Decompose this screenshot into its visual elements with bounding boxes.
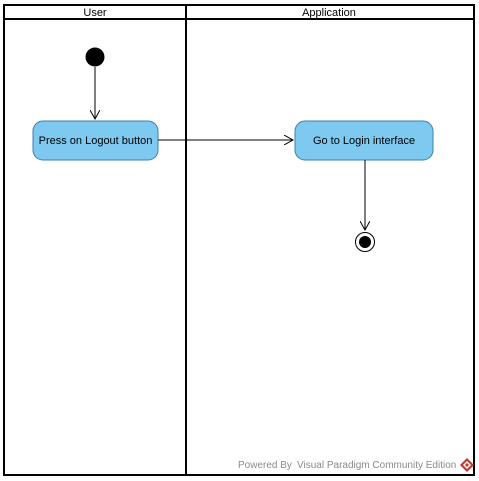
action-login-shape — [294, 120, 434, 161]
initial-node — [85, 47, 105, 67]
final-node-core — [359, 236, 371, 248]
final-node — [355, 232, 375, 252]
watermark: Powered By Visual Paradigm Community Edi… — [238, 458, 474, 472]
watermark-product: Visual Paradigm Community Edition — [297, 460, 456, 471]
pool-border — [3, 4, 475, 476]
swimlane-pool — [3, 4, 475, 476]
lane-header-application: Application — [302, 7, 356, 19]
action-login-label: Go to Login interface — [313, 135, 415, 147]
action-login: Go to Login interface — [294, 120, 434, 161]
action-logout-label: Press on Logout button — [39, 135, 153, 147]
visual-paradigm-logo-icon — [460, 458, 474, 472]
watermark-powered-by: Powered By — [238, 460, 292, 471]
action-logout: Press on Logout button — [32, 120, 159, 161]
lane-header-user: User — [83, 7, 107, 19]
